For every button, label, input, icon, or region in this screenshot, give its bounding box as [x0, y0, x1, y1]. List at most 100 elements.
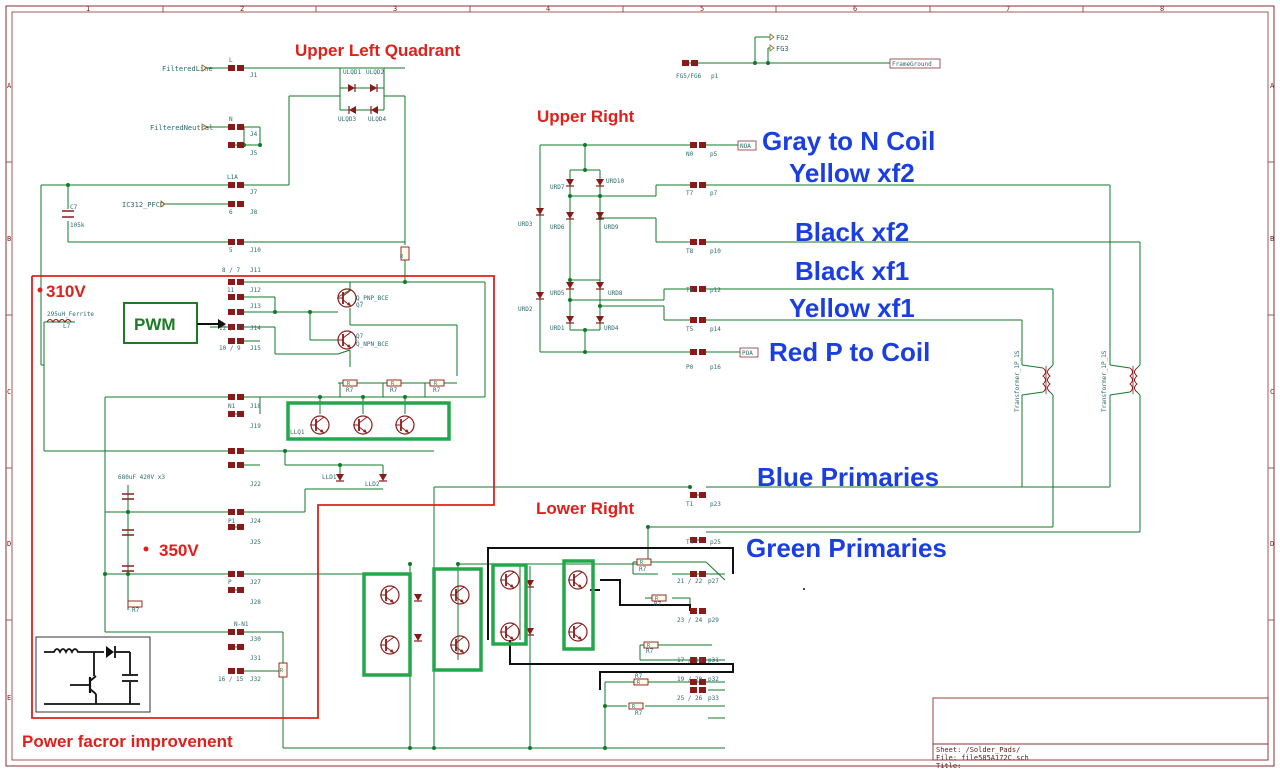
r1-label: R: [347, 381, 351, 387]
conn-j15-ref: J15: [250, 345, 261, 352]
lr-r4-label: R: [637, 680, 641, 686]
v350-label: 350V: [159, 541, 199, 560]
conn-j10-pin: 5: [229, 247, 233, 254]
title-block-sheet: Sheet: /Solder_Pads/: [936, 746, 1020, 754]
conn-p27-ref: p27: [708, 578, 719, 585]
left-components: C7 105k R 295uH_Ferrite L7 R R R R7 R7 R…: [46, 204, 445, 678]
border-row-e: E: [7, 694, 11, 702]
boost-circuit-thumbnail: [35, 636, 151, 713]
pwm-box: PWM: [123, 302, 226, 344]
net-fg2: FG2: [776, 34, 789, 42]
conn-p5-ref: p5: [710, 151, 718, 158]
conn-p25-pin: T4: [686, 539, 694, 546]
conn-j7-pin: L1A: [227, 174, 238, 181]
lr-r1-ref: R7: [639, 566, 647, 573]
r2-label: R: [391, 381, 395, 387]
border-row-c: C: [7, 388, 11, 396]
urd10-label: URD10: [606, 178, 624, 185]
title-block-file: File: file585A172C.sch: [936, 754, 1029, 762]
border-col-2: 2: [240, 5, 244, 13]
net-filtered-neutral: FilteredNeutral: [150, 124, 213, 132]
urd1-label: URD1: [550, 325, 565, 332]
left-connector-labels: L J1 N J4 J5 L1A J7 6 J8 5 J10 8 / 7 J11…: [218, 57, 261, 683]
conn-p32-pin: 19 / 20: [677, 676, 703, 683]
q7-label-b: Q7: [356, 333, 364, 340]
conn-p27-pin: 21 / 22: [677, 578, 703, 585]
conn-j8-ref: J8: [250, 209, 258, 216]
conn-p31-ref: p31: [708, 657, 719, 664]
urd7-label: URD7: [550, 184, 565, 191]
net-ic312: IC312_PFCD: [122, 201, 164, 209]
conn-j24-pin: P1: [228, 518, 236, 525]
conn-j12-pin: 11: [227, 287, 235, 294]
urd4-label: URD4: [604, 325, 619, 332]
border-col-3: 3: [393, 5, 397, 13]
conn-p33-pin: 25 / 26: [677, 695, 703, 702]
border-col-1: 1: [86, 5, 90, 13]
urd6-label: URD6: [550, 224, 565, 231]
conn-p16-pin: P0: [686, 364, 694, 371]
net-filtered-line: FilteredLine: [162, 65, 213, 73]
conn-j25-ref: J25: [250, 539, 261, 546]
stray-dot: [803, 588, 805, 590]
lr-r3-ref: R7: [646, 648, 654, 655]
conn-p12-ref: p12: [710, 287, 721, 294]
conn-p7-pin: T7: [686, 190, 694, 197]
green-highlight-boxes: [286, 401, 595, 677]
v310-marker: [37, 287, 43, 293]
lld1-label: LLD1: [322, 474, 337, 481]
conn-p12-pin: T6: [686, 287, 694, 294]
conn-p23-pin: T1: [686, 501, 694, 508]
conn-j30-pin: N-N1: [234, 621, 249, 628]
conn-p1-pin: FG5/FG6: [676, 73, 702, 80]
border-row-b-right: B: [1270, 235, 1274, 243]
border-row-b: B: [7, 235, 11, 243]
l7-label: L7: [63, 323, 71, 330]
black-xf1-label: Black xf1: [795, 256, 909, 286]
conn-j13-ref: J13: [250, 303, 261, 310]
v310-label: 310V: [46, 282, 86, 301]
net-labels: FilteredLine FilteredNeutral IC312_PFCD …: [122, 33, 941, 358]
border-col-8: 8: [1160, 5, 1164, 13]
conn-j14-ref: J14: [250, 325, 261, 332]
conn-j5-ref: J5: [250, 150, 258, 157]
green-primaries-label: Green Primaries: [746, 533, 947, 563]
conn-j32-ref: J32: [250, 676, 261, 683]
urd5-label: URD5: [550, 290, 565, 297]
conn-p5-pin: N0: [686, 151, 694, 158]
conn-j4-pin: N: [229, 116, 233, 123]
cap-note: 680uF 420V x3: [118, 474, 165, 481]
conn-j27-pin: P: [228, 579, 232, 586]
conn-j7-ref: J7: [250, 189, 258, 196]
right-connector-labels: N0 p5 T7 p7 T8 p10 T6 p12 T5 p14 P0 p16 …: [676, 73, 721, 702]
border-row-d: D: [7, 540, 11, 548]
conn-j11-pin: 8 / 7: [222, 267, 240, 274]
conn-j1-pin: L: [229, 57, 233, 64]
title-block-title: Title:: [936, 762, 961, 770]
transformers: Transformer_1P_1S Transformer_1P_1S: [1014, 350, 1141, 412]
llq1-label: LLQ1: [290, 429, 305, 436]
xfmr1-label: Transformer_1P_1S: [1014, 350, 1021, 412]
conn-j31-ref: J31: [250, 655, 261, 662]
border-row-c-right: C: [1270, 388, 1274, 396]
r3-label: R: [434, 381, 438, 387]
conn-j27-ref: J27: [250, 579, 261, 586]
conn-p14-pin: T5: [686, 326, 694, 333]
net-poa: POA: [742, 350, 753, 357]
conn-p1-ref: p1: [711, 73, 719, 80]
conn-j8-pin: 6: [229, 209, 233, 216]
lr-r4-ref: R7: [635, 673, 643, 680]
q-npn-label: Q_NPN_BCE: [356, 341, 389, 348]
conn-p10-pin: T8: [686, 248, 694, 255]
pfc-region-outline: [31, 275, 495, 719]
lr-r5-label: R: [632, 704, 636, 710]
conn-p33-ref: p33: [708, 695, 719, 702]
urd8-label: URD8: [608, 290, 623, 297]
border-row-a: A: [7, 82, 12, 90]
lower-right-resistors: R R7 R R7 R R7 R R7 R R7: [628, 558, 667, 717]
r1-ref: R7: [346, 387, 354, 394]
ulq01-label: ULQD1: [343, 69, 361, 76]
junctions: [66, 61, 770, 750]
q7-label-a: Q7: [356, 302, 364, 309]
xfmr2-label: Transformer_1P_1S: [1101, 350, 1108, 412]
